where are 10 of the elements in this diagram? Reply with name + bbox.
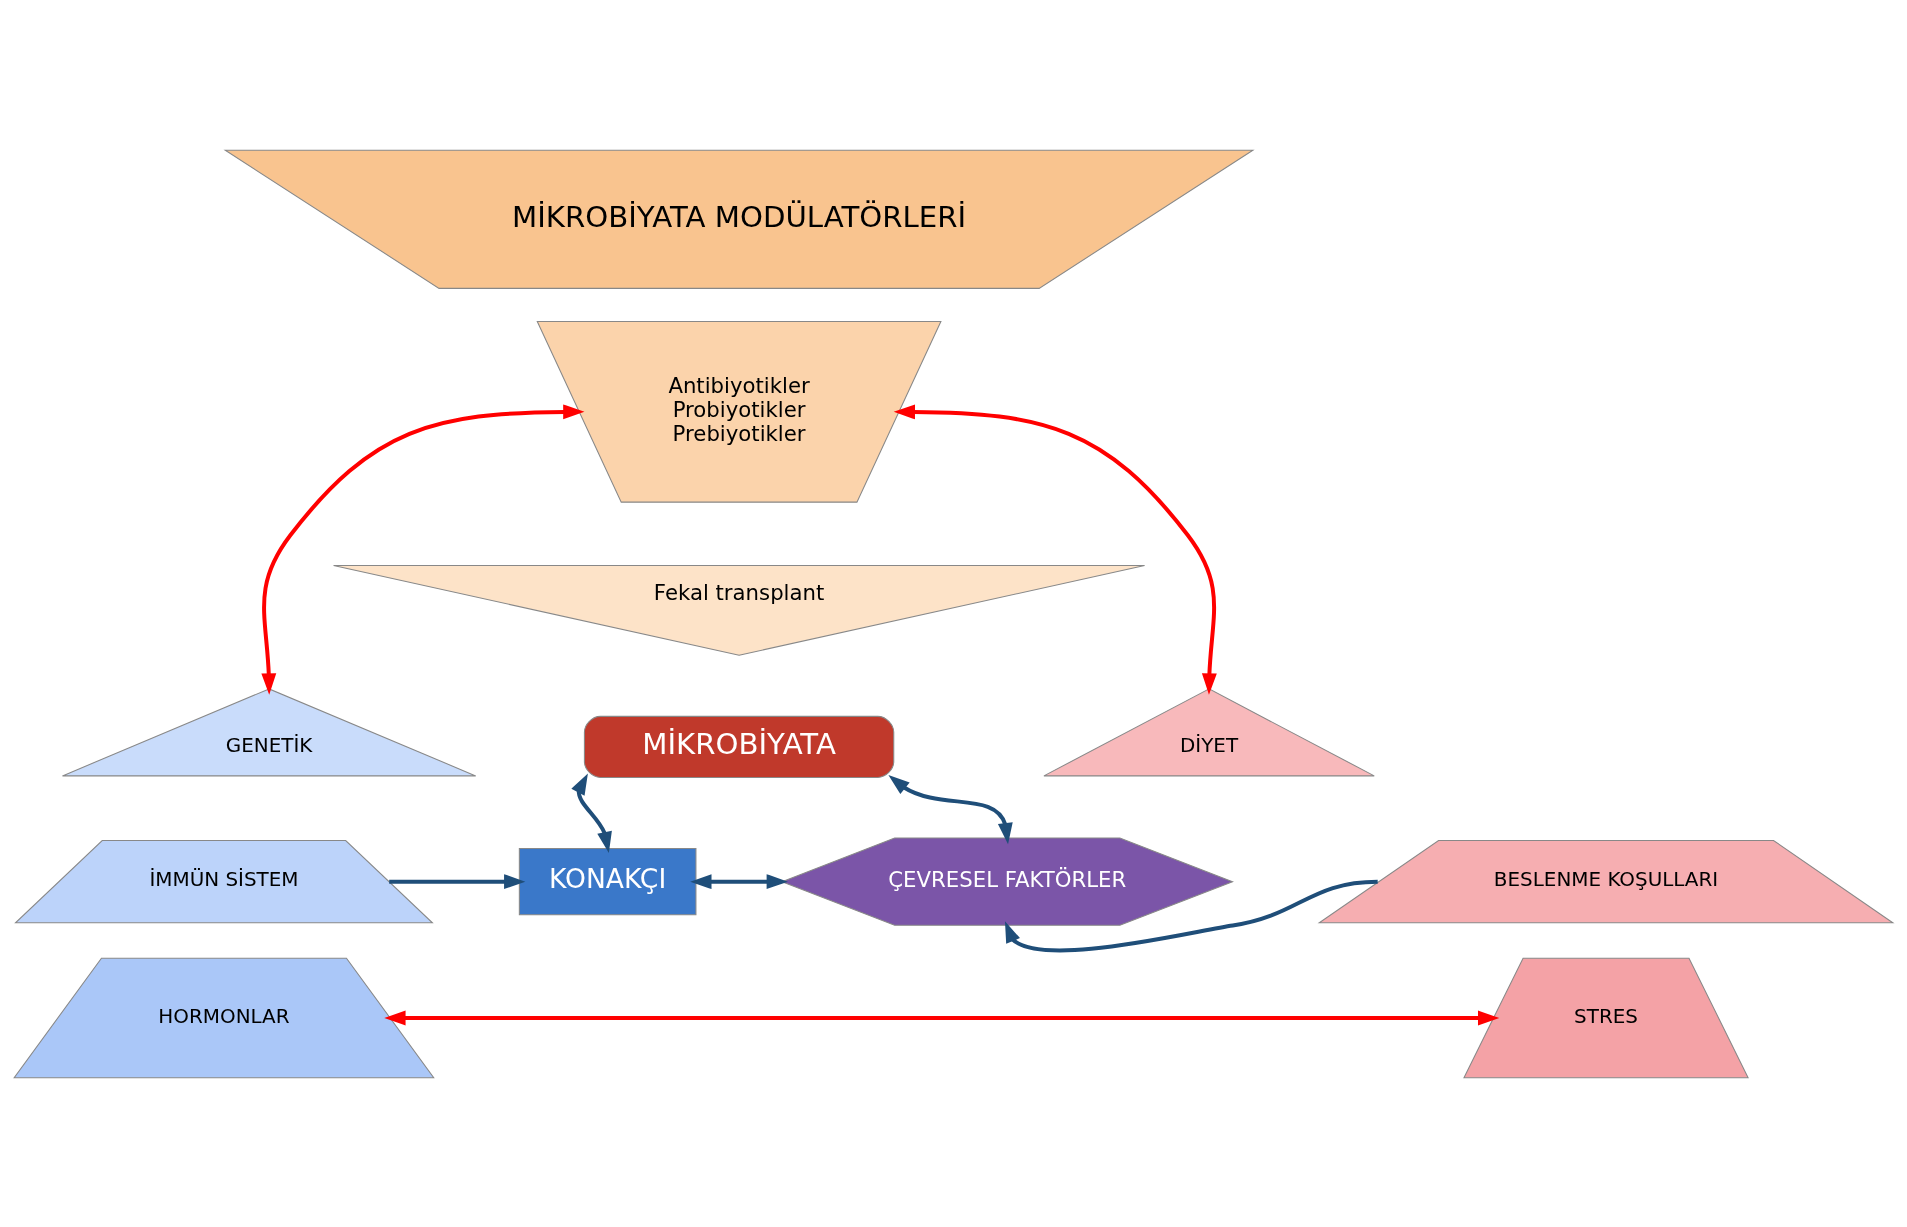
arrow — [261, 403, 585, 695]
arrow — [571, 772, 612, 853]
node-box: MİKROBİYATA — [583, 715, 895, 778]
node-box: KONAKÇI — [518, 847, 697, 915]
arrow — [888, 774, 1013, 844]
arrow — [690, 873, 788, 889]
arrow — [384, 1010, 1500, 1025]
arrow — [1005, 879, 1378, 952]
arrow — [893, 403, 1217, 695]
arrow — [389, 873, 526, 889]
